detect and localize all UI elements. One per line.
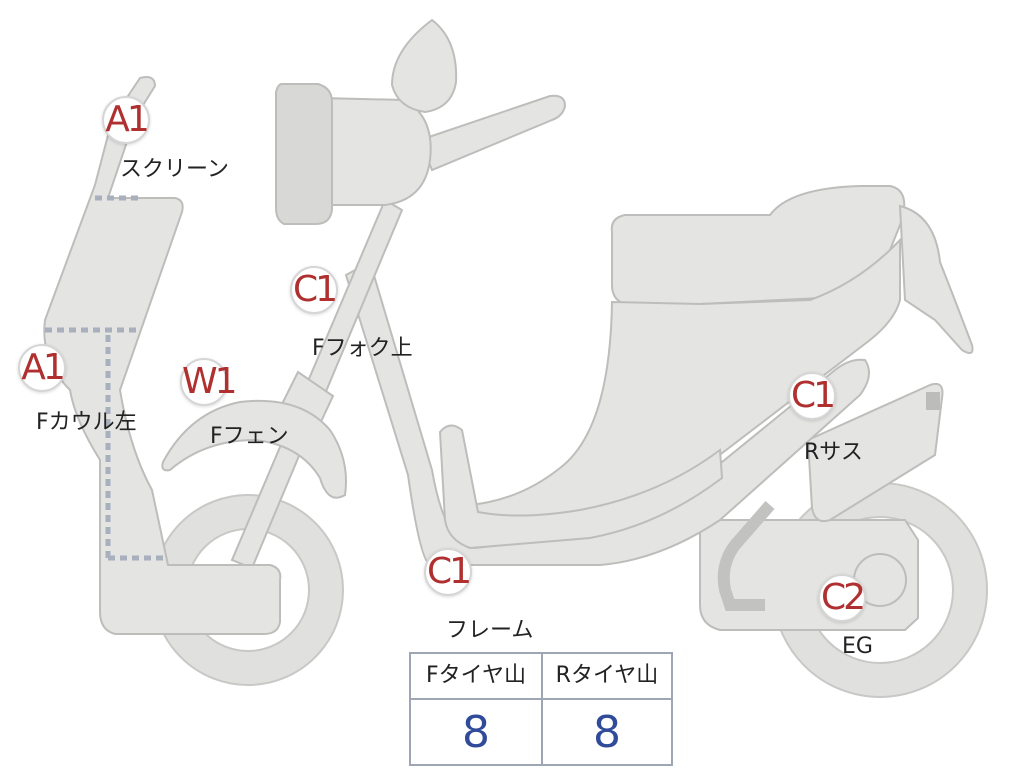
handlebar — [418, 94, 567, 172]
tail-fin — [898, 204, 974, 355]
badge-screen[interactable]: A1 — [102, 96, 150, 144]
badge-frame[interactable]: C1 — [424, 548, 472, 596]
front-fender — [161, 399, 347, 499]
badge-fcowl-left[interactable]: A1 — [18, 344, 66, 392]
cowl-dotted-guides — [45, 195, 168, 561]
label-r-sus: Rサス — [804, 440, 863, 465]
label-f-fender: Fフェン — [210, 424, 289, 449]
table-column-divider — [541, 654, 543, 764]
badge-f-fender[interactable]: W1 — [180, 358, 238, 406]
tire-tread-table: Fタイヤ山 Rタイヤ山 8 8 — [409, 652, 673, 766]
front-cowl — [43, 76, 282, 635]
header-front-tire-tread: Fタイヤ山 — [411, 654, 541, 700]
value-rear-tire-tread[interactable]: 8 — [593, 707, 621, 758]
headlight-lens — [275, 83, 333, 225]
label-fcowl-left: Fカウル左 — [36, 410, 137, 435]
badge-f-fork-upper[interactable]: C1 — [290, 266, 338, 314]
label-f-fork-upper: Fフォク上 — [312, 336, 413, 361]
value-front-tire-tread[interactable]: 8 — [462, 707, 490, 758]
shock-top — [926, 392, 940, 410]
badge-r-sus[interactable]: C1 — [788, 372, 836, 420]
exhaust-pipe — [717, 501, 775, 611]
label-frame: フレーム — [446, 618, 534, 643]
mirror — [390, 18, 458, 114]
floor-step — [438, 424, 724, 550]
badge-engine[interactable]: C2 — [818, 574, 866, 622]
label-engine: EG — [842, 634, 873, 659]
label-screen: スクリーン — [120, 157, 229, 182]
header-rear-tire-tread: Rタイヤ山 — [543, 654, 671, 700]
rear-suspension — [806, 382, 944, 523]
